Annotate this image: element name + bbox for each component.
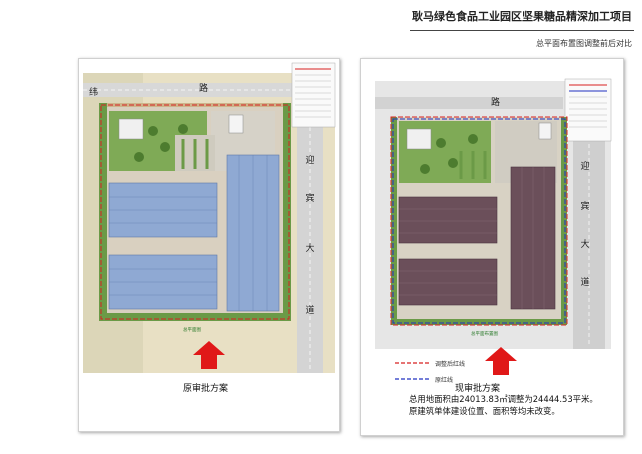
road-char-lu: 路 — [199, 84, 209, 94]
road-char-lu: 路 — [491, 98, 501, 108]
original-plan-caption: 原审批方案 — [183, 384, 229, 394]
header-rule — [410, 30, 634, 31]
avenue-char-2: 宾 — [580, 202, 590, 212]
red-arrow-icon — [485, 347, 517, 375]
avenue-char-2: 宾 — [305, 194, 315, 204]
revised-plan-caption: 现审批方案 — [455, 384, 501, 394]
area-change-note: 总用地面积由24013.83㎡调整为24444.53平米。 — [409, 394, 598, 404]
plan-title: 总平面布置图 — [471, 332, 498, 337]
avenue-char-4: 道 — [580, 278, 590, 288]
legend-label-new-boundary: 调整后红线 — [435, 361, 466, 368]
avenue-char-1: 迎 — [580, 162, 590, 172]
avenue-char-3: 大 — [305, 244, 315, 254]
avenue-char-1: 迎 — [305, 156, 315, 166]
legend-label-old-boundary: 原红线 — [435, 377, 454, 384]
red-arrow-icon — [193, 341, 225, 369]
avenue-char-4: 道 — [305, 306, 315, 316]
revised-site-plan — [361, 59, 623, 435]
avenue-char-3: 大 — [580, 240, 590, 250]
comparison-subtitle: 总平面布置图调整前后对比 — [536, 39, 632, 48]
original-site-plan — [79, 59, 339, 431]
plan-title: 总平面图 — [183, 328, 201, 333]
revised-plan-panel: 路 迎 宾 大 道 总平面布置图 调整后红线 原红线 现审批方案 总用地面积由2… — [360, 58, 624, 436]
project-title: 耿马绿色食品工业园区坚果糖品精深加工项目 — [412, 10, 632, 23]
road-char-wei: 纬 — [89, 88, 99, 98]
original-plan-panel: 纬 路 迎 宾 大 道 总平面图 原审批方案 — [78, 58, 340, 432]
building-unchanged-note: 原建筑单体建设位置、面积等均未改变。 — [409, 406, 560, 416]
